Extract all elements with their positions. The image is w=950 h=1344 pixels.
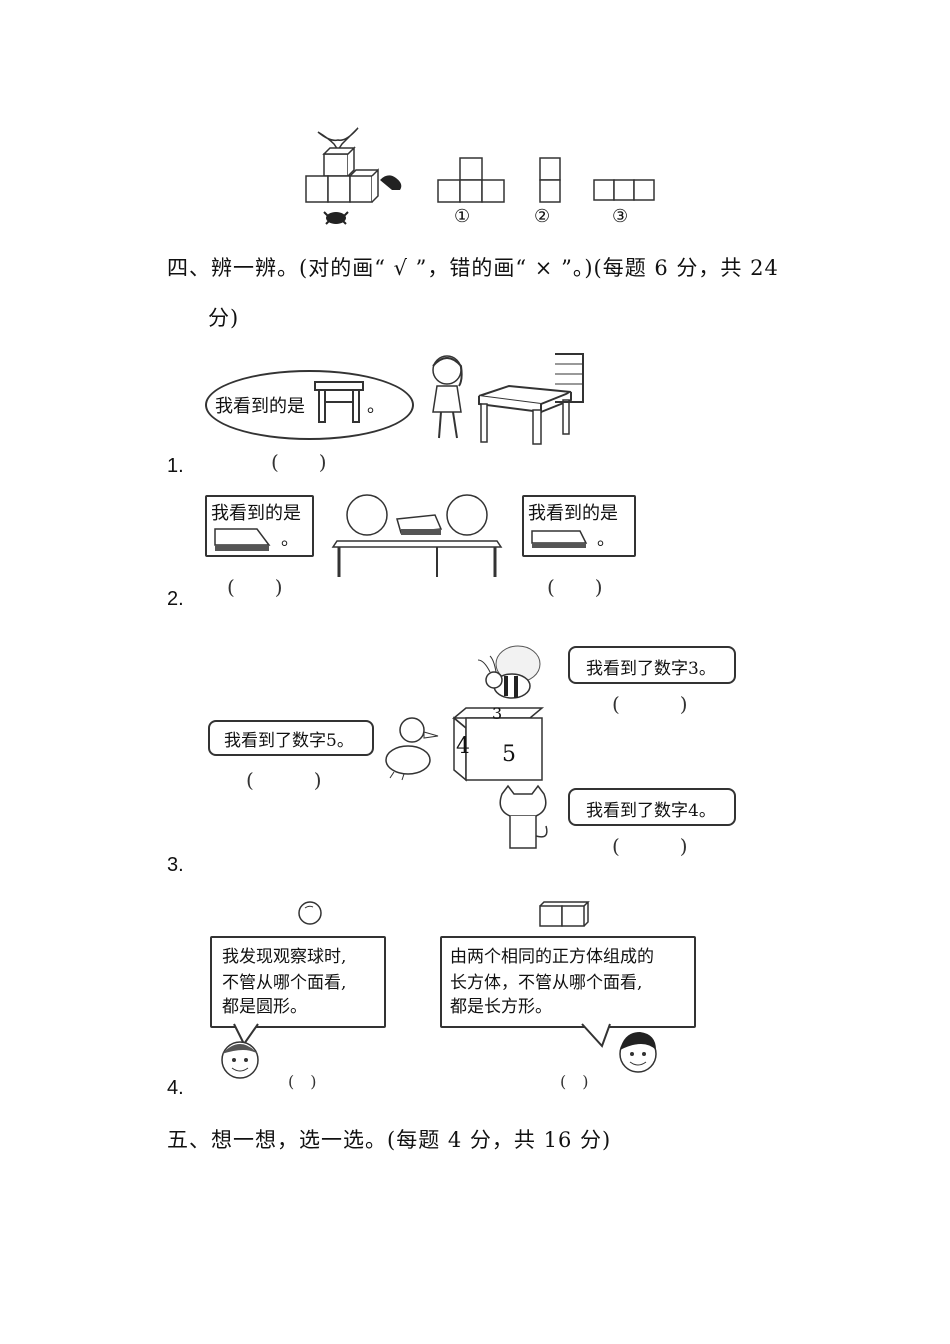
view-2-label: ② [534,206,551,227]
q4-number: 4. [167,1077,184,1099]
q1-bubble-text: 我看到的是 [215,396,305,417]
two-cube-cuboid-icon [539,901,590,927]
number-cube [451,707,545,782]
q3-cat-text: 我看到了数字4。 [586,801,716,821]
q3-duck-text: 我看到了数字5。 [224,731,354,751]
section4-heading-line2: 分) [208,306,240,330]
book-top-view-icon [531,530,588,548]
q4-right-bubble: 由两个相同的正方体组成的 长方体，不管从哪个面看, 都是长方形。 [440,936,696,1028]
boy-right-icon [619,1032,657,1073]
q2-left-paren: ( ) [227,575,283,599]
q4-left-line-1: 我发现观察球时, [222,947,347,967]
q2-right-bubble-text: 我看到的是 [528,503,618,524]
q3-cat-bubble [568,788,736,826]
table-chair-icon [478,353,584,445]
q2-right-paren: ( ) [547,575,603,599]
q4-left-bubble: 我发现观察球时, 不管从哪个面看, 都是圆形。 [210,936,386,1028]
q2-left-bubble-text: 我看到的是 [211,503,301,524]
q2-left-bubble-end: 。 [281,529,299,550]
q3-bee-text: 我看到了数字3。 [586,659,716,679]
bee-icon [477,645,541,699]
q3-number: 3. [167,854,184,876]
q4-right-bubble-tail [581,1023,611,1048]
view-1-label: ① [454,206,471,227]
q4-right-line-3: 都是长方形。 [450,997,552,1017]
book-side-view-icon [214,528,271,551]
q4-right-line-2: 长方体，不管从哪个面看, [450,973,643,993]
cube-left-number: 4 [456,734,470,759]
top-figure: ① ② ③ [300,120,670,230]
q2-figure: 我看到的是 。 我看到的是 。 ( ) ( ) [205,485,636,599]
ball-icon [298,901,322,925]
view-2-figure [539,157,561,203]
q3-bee-paren: ( ) [612,692,688,716]
q4-right-line-1: 由两个相同的正方体组成的 [450,947,654,967]
girl-icon [432,355,463,439]
q1-speech-bubble [205,370,414,440]
q3-bee-bubble [568,646,736,684]
duck-icon [385,717,439,781]
q1-bubble-end: 。 [367,396,385,417]
q3-duck-bubble [208,720,374,756]
crow-icon [380,175,402,190]
cube-top-number: 3 [492,704,503,723]
view-3-figure [593,179,655,201]
q1-number: 1. [167,455,184,477]
desk-children-icon [331,494,503,577]
view-3-label: ③ [612,206,629,227]
table-front-view-icon [314,381,364,423]
bird-icon [317,127,359,152]
q1-answer-paren: ( ) [271,450,327,474]
section5-heading: 五、想一想，选一选。(每题 4 分，共 16 分) [167,1128,612,1152]
q3-cat-paren: ( ) [612,834,688,858]
cube-front-number: 5 [502,742,516,767]
q4-left-line-2: 不管从哪个面看, [222,973,347,993]
section4-heading-line1: 四、辨一辨。(对的画“ √ ”，错的画“ × ”。)(每题 6 分，共 24 [167,256,779,280]
q2-number: 2. [167,588,184,610]
q4-left-paren: ( ) [288,1072,317,1091]
q2-right-bubble-end: 。 [597,529,615,550]
block-arrangement [305,127,402,225]
boy-left-icon [221,1041,259,1079]
q4-left-line-3: 都是圆形。 [222,997,307,1017]
view-1-figure [437,157,505,203]
crab-icon [326,212,346,224]
cat-icon [499,784,548,849]
q3-duck-paren: ( ) [246,768,322,792]
q3-figure: 我看到了数字3。 ( ) 我看到了数字5。 ( ) 3 4 5 我看到了数字4。… [200,638,755,863]
q4-right-paren: ( ) [560,1072,589,1091]
q1-figure: 我看到的是 。 ( ) [205,350,590,474]
